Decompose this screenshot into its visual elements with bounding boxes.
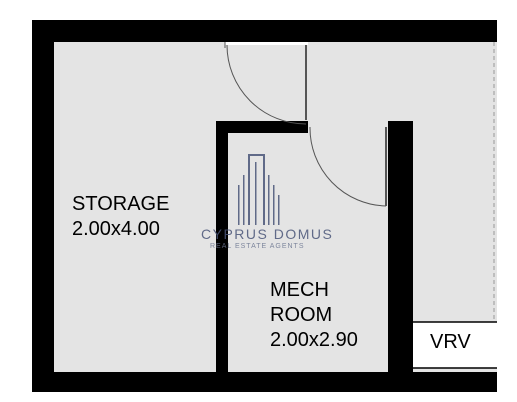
mech-name-line1: MECH xyxy=(270,279,329,301)
mech-size: 2.00x2.90 xyxy=(270,329,358,351)
vrv-label: VRV xyxy=(430,331,471,353)
watermark-tagline: REAL ESTATE AGENTS xyxy=(210,243,305,250)
door-mech-swing-arc xyxy=(309,126,387,207)
mech-name-line2: ROOM xyxy=(270,304,333,326)
left-wall xyxy=(32,20,54,392)
storage-label: STORAGE 2.00x4.00 xyxy=(72,192,169,242)
storage-size: 2.00x4.00 xyxy=(72,218,160,240)
mech-room-floor xyxy=(228,133,388,374)
mech-right-wall xyxy=(388,121,413,374)
vrv-floor xyxy=(413,322,497,368)
door-top-gap xyxy=(225,42,308,45)
mech-top-wall xyxy=(216,121,308,133)
bottom-wall xyxy=(32,372,497,392)
watermark-logo-icon xyxy=(238,154,280,225)
mech-left-wall xyxy=(216,121,228,374)
door-top-swing-arc xyxy=(226,44,307,125)
storage-name: STORAGE xyxy=(72,193,170,215)
mech-room-label: MECH ROOM 2.00x2.90 xyxy=(270,278,358,353)
top-wall xyxy=(32,20,497,42)
watermark-name: CYPRUS DOMUS xyxy=(201,226,334,242)
